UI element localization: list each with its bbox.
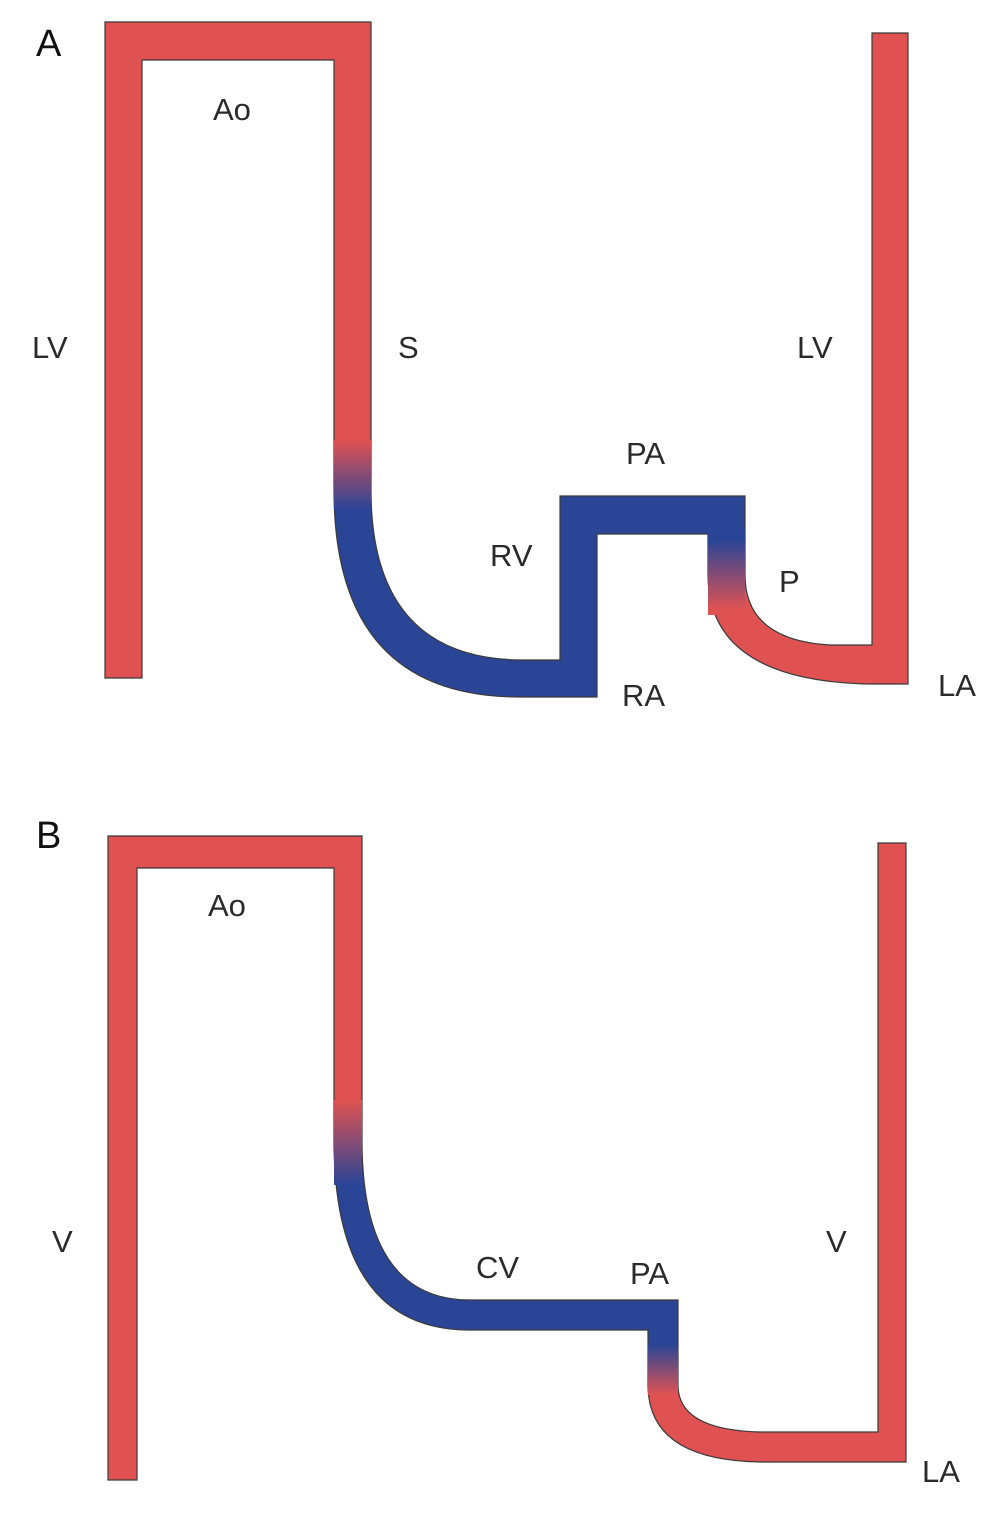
panel-a: A LV Ao S RV RA PA P LV LA — [32, 21, 976, 713]
label-s: S — [398, 330, 419, 365]
label-ao: Ao — [213, 92, 251, 127]
panel-b-pulmonary-gradient — [648, 1345, 678, 1395]
panel-b-systemic-curve — [333, 1119, 679, 1361]
label-la-b: LA — [922, 1454, 960, 1489]
label-rv: RV — [490, 538, 533, 573]
label-pa: PA — [626, 436, 665, 471]
label-cv: CV — [476, 1250, 519, 1285]
label-la: LA — [938, 668, 976, 703]
label-lv-right: LV — [797, 330, 833, 365]
panel-a-pulmonary-gradient — [708, 530, 745, 615]
panel-b-aorta-segment — [107, 835, 363, 1481]
label-pa-b: PA — [630, 1256, 669, 1291]
label-p: P — [779, 564, 800, 599]
label-ao-b: Ao — [208, 888, 246, 923]
panel-a-systemic-gradient — [334, 440, 371, 510]
panel-a-systemic-curve — [333, 459, 746, 698]
label-v-right: V — [826, 1224, 847, 1259]
panel-b: B V Ao CV PA V LA — [36, 815, 960, 1489]
panel-a-label: A — [36, 23, 62, 65]
label-ra: RA — [622, 678, 665, 713]
label-v-left: V — [52, 1224, 73, 1259]
panel-a-pulmonary-curve — [707, 32, 909, 685]
panel-b-pulmonary-curve — [647, 842, 907, 1463]
panel-b-label: B — [36, 815, 61, 857]
label-lv-left: LV — [32, 330, 68, 365]
panel-b-systemic-gradient — [334, 1100, 362, 1185]
